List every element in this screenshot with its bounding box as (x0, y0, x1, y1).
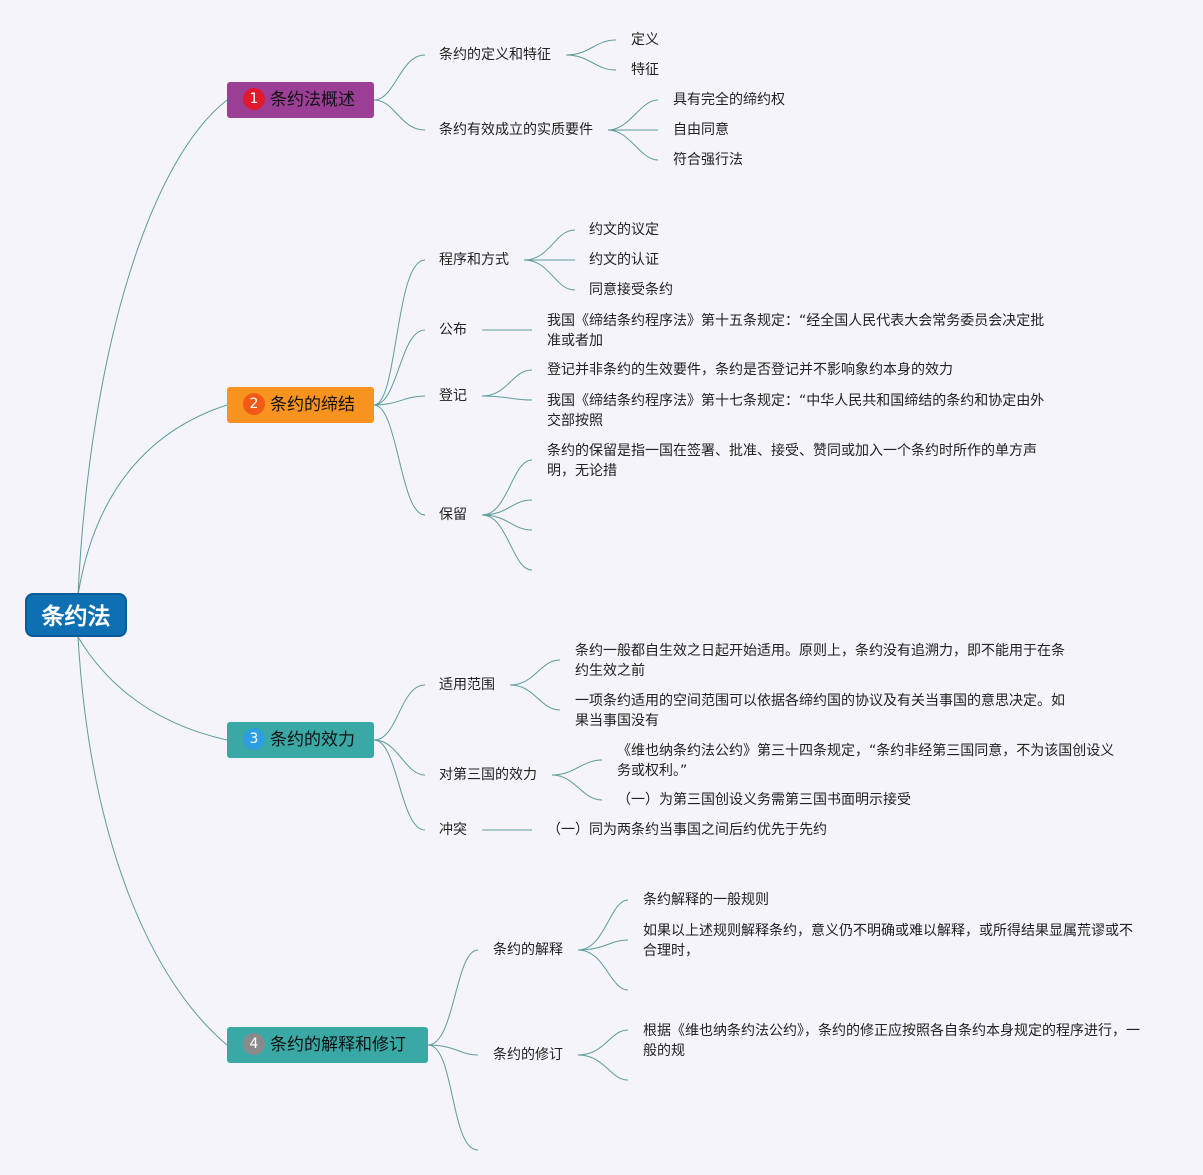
leaf-registration-effect[interactable]: 登记并非条约的生效要件，条约是否登记并不影响象约本身的效力 (547, 362, 953, 378)
badge-3: 3 (243, 728, 265, 750)
badge-2: 2 (243, 393, 265, 415)
branch-label: 条约的解释和修订 (270, 1035, 406, 1055)
badge-4: 4 (243, 1033, 265, 1055)
leaf-negotiation[interactable]: 约文的议定 (589, 222, 659, 238)
leaf-definition[interactable]: 定义 (631, 32, 659, 48)
leaf-scope-space[interactable]: 一项条约适用的空间范围可以依据各缔约国的协议及有关当事国的意思决定。如果当事国没… (575, 693, 1065, 729)
subtopic-requirements[interactable]: 条约有效成立的实质要件 (439, 122, 593, 138)
subtopic-scope[interactable]: 适用范围 (439, 677, 495, 693)
branch-label: 条约的效力 (270, 730, 355, 750)
branch-label: 条约的缔结 (270, 395, 355, 415)
subtopic-publication[interactable]: 公布 (439, 322, 467, 338)
leaf-amendment-rule[interactable]: 根据《维也纳条约法公约》，条约的修正应按照各自条约本身规定的程序进行，一般的规 (643, 1023, 1140, 1059)
leaf-publication-rule[interactable]: 我国《缔结条约程序法》第十五条规定：“经全国人民代表大会常务委员会决定批准或者加 (547, 313, 1045, 349)
edge-root-branch3 (77, 636, 228, 741)
leaf-free-consent[interactable]: 自由同意 (673, 122, 729, 138)
edge-root-branch1 (77, 99, 228, 596)
leaf-registration-rule[interactable]: 我国《缔结条约程序法》第十七条规定：“中华人民共和国缔结的条约和协定由外交部按照 (547, 393, 1045, 429)
leaf-conflict-rule[interactable]: （一）同为两条约当事国之间后约优先于先约 (547, 822, 827, 838)
subtopic-registration[interactable]: 登记 (439, 388, 467, 404)
subtopic-definition[interactable]: 条约的定义和特征 (439, 47, 551, 63)
leaf-jus-cogens[interactable]: 符合强行法 (673, 152, 743, 168)
leaf-interpretation-supplementary[interactable]: 如果以上述规则解释条约，意义仍不明确或难以解释，或所得结果显属荒谬或不合理时， (643, 923, 1133, 959)
subtopic-reservation[interactable]: 保留 (439, 507, 467, 523)
leaf-consent-bound[interactable]: 同意接受条约 (589, 282, 673, 298)
leaf-reservation-def[interactable]: 条约的保留是指一国在签署、批准、接受、赞同或加入一个条约时所作的单方声明，无论措 (547, 443, 1037, 479)
badge-1: 1 (243, 88, 265, 110)
edge-root-branch4 (77, 636, 228, 1046)
edge-root-branch2 (77, 404, 228, 596)
leaf-scope-time[interactable]: 条约一般都自生效之日起开始适用。原则上，条约没有追溯力，即不能用于在条约生效之前 (575, 643, 1065, 679)
leaf-interpretation-general[interactable]: 条约解释的一般规则 (643, 892, 769, 908)
leaf-features[interactable]: 特征 (631, 62, 659, 78)
leaf-authentication[interactable]: 约文的认证 (589, 252, 659, 268)
leaf-capacity[interactable]: 具有完全的缔约权 (673, 92, 785, 108)
subtopic-amendment[interactable]: 条约的修订 (493, 1047, 563, 1063)
subtopic-third-party[interactable]: 对第三国的效力 (439, 767, 537, 783)
leaf-third-party-rule[interactable]: 《维也纳条约法公约》第三十四条规定，“条约非经第三国同意，不为该国创设义务或权利… (617, 743, 1115, 779)
root-node[interactable]: 条约法 (25, 593, 127, 637)
subtopic-conflict[interactable]: 冲突 (439, 822, 467, 838)
branch-label: 条约法概述 (270, 90, 355, 110)
subtopic-interpretation[interactable]: 条约的解释 (493, 942, 563, 958)
leaf-third-party-obligation[interactable]: （一）为第三国创设义务需第三国书面明示接受 (617, 792, 911, 808)
subtopic-procedure[interactable]: 程序和方式 (439, 252, 509, 268)
